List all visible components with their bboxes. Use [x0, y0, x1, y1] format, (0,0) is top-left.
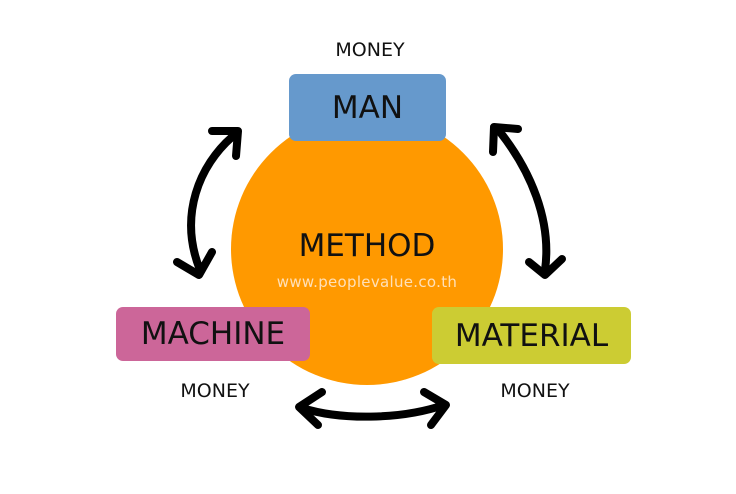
arrow-machine-material-shaft	[298, 401, 448, 421]
arrow-man-machine	[173, 127, 242, 279]
arrow-man-machine-head-bottom	[173, 248, 216, 279]
man-box: MAN	[289, 74, 446, 141]
arrow-man-material	[489, 123, 566, 279]
money-label-man: MONEY	[335, 39, 405, 61]
machine-box: MACHINE	[116, 307, 310, 361]
method-label: METHOD	[298, 228, 436, 264]
money-label-machine: MONEY	[180, 380, 250, 402]
material-box: MATERIAL	[432, 307, 631, 364]
machine-label: MACHINE	[140, 316, 286, 352]
arrow-man-material-head-top	[489, 123, 522, 156]
arrow-man-machine-head-top	[208, 127, 242, 160]
watermark-text: www.peoplevalue.co.th	[276, 273, 458, 291]
arrow-man-material-shaft	[496, 128, 551, 274]
man-label: MAN	[331, 89, 404, 126]
arrow-man-material-head-bottom	[525, 255, 566, 279]
arrow-machine-material-head-left	[295, 388, 326, 429]
arrow-machine-material-head-right	[420, 388, 450, 429]
money-label-material: MONEY	[500, 380, 570, 402]
material-label: MATERIAL	[454, 317, 609, 354]
arrow-man-machine-shaft	[187, 133, 236, 274]
arrow-machine-material	[295, 388, 450, 429]
